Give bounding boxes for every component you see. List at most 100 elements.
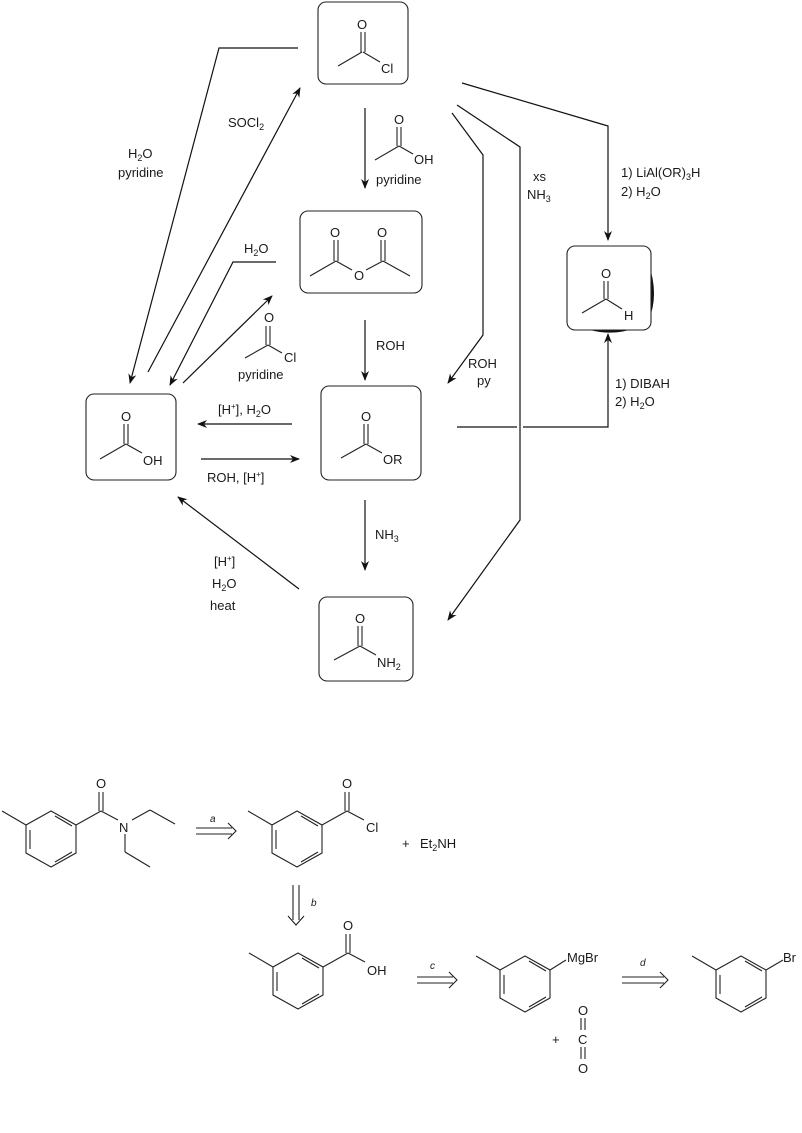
bond [125,852,150,867]
bond [322,811,347,825]
bond [692,956,716,970]
compound-box [567,246,651,330]
reagent-h2o: 2) H2O [621,184,661,201]
atom-o: O [121,409,131,424]
arrow-ester-to-aldehyde [523,334,608,427]
step-label-c: c [430,961,435,972]
atom-br: Br [783,950,797,965]
benzene-ring [500,956,550,1012]
bond [766,960,783,970]
bond [2,811,26,825]
reagent-nh3: NH3 [527,187,551,204]
retro-target-amide: O N [2,776,175,867]
step-label-a: a [210,814,216,825]
bond [375,146,399,160]
benzene-ring [272,811,322,867]
retro-carboxylic-acid: O OH [249,918,387,1009]
compound-box [321,386,421,480]
benzene-ring [273,953,323,1009]
bond [249,953,273,967]
retro-arrow-b: b [288,885,317,925]
benzene-ring [716,956,766,1012]
reagent-h2o: H2O [244,241,269,258]
arrow-amide-to-acid [178,497,299,589]
bond [476,956,500,970]
atom-c: C [578,1032,587,1047]
atom-o: O [343,918,353,933]
bond [245,345,268,358]
atom-h: H [624,308,633,323]
bond [132,810,150,820]
reagent-h2o: H2O [212,576,237,593]
atom-o: O [96,776,106,791]
bond [150,810,175,824]
bond [399,146,413,154]
arrow-chloride-to-acid [130,48,298,383]
compound-aldehyde: O H [567,246,654,333]
benzene-ring [26,811,76,867]
reagent-roh: ROH [468,356,497,371]
atom-o: O [601,266,611,281]
atom-o-bridge: O [354,268,364,283]
bond [76,811,101,825]
retro-aryl-bromide: Br [692,950,797,1012]
reagent-h-h2o: [H+], H2O [218,402,271,419]
retro-arrow-c: c [417,961,457,988]
reagent-roh: ROH [376,338,405,353]
compound-box [86,394,176,480]
retro-arrow-a: a [196,814,236,839]
retro-arrow-head [449,972,457,988]
compound-ester: O OR [321,386,421,480]
atom-o: O [578,1061,588,1076]
reagent-dibah: 1) DIBAH [615,376,670,391]
atom-o: O [342,776,352,791]
bond [348,953,365,962]
reagent-py: py [477,373,491,388]
bond [248,811,272,825]
bond [101,811,118,820]
atom-o: O [357,17,367,32]
byproduct-et2nh: Et2NH [420,836,456,853]
compound-box [318,2,408,84]
reagent-acetic-acid: O OH pyridine [375,112,434,187]
reagent-socl2: SOCl2 [228,115,264,132]
reagent-nh3: NH3 [375,527,399,544]
compound-amide: O NH2 [319,597,413,681]
bond [323,953,348,967]
step-label-b: b [311,898,317,909]
reagent-pyridine: pyridine [118,165,164,180]
atom-o: O [394,112,404,127]
reagent-pyridine: pyridine [238,367,284,382]
atom-or: OR [383,452,403,467]
reagent-roh-h: ROH, [H+] [207,470,264,485]
retro-acid-chloride: O Cl [248,776,378,867]
atom-mgbr: MgBr [567,950,599,965]
atom-o: O [361,409,371,424]
atom-cl: Cl [366,820,378,835]
compound-carboxylic-acid: O OH [86,394,176,480]
reagent-xs: xs [533,169,547,184]
bond [347,811,364,820]
atom-cl: Cl [381,61,393,76]
atom-o: O [330,225,340,240]
bond [268,345,282,353]
retro-arrow-d: d [622,958,668,988]
retro-arrow-head [660,972,668,988]
retro-arrow-head [228,823,236,839]
co2-molecule: O C O [578,1003,588,1076]
reagent-pyridine: pyridine [376,172,422,187]
compound-acid-chloride: O Cl [318,2,408,84]
plus-sign: + [402,836,410,851]
reagent-h2o: 2) H2O [615,394,655,411]
bond [550,960,566,970]
atom-oh: OH [414,152,434,167]
atom-oh: OH [367,963,387,978]
reagent-h: [H+] [214,554,235,569]
compound-anhydride: O O O [300,211,422,293]
atom-o: O [355,611,365,626]
atom-oh: OH [143,453,163,468]
arrow-chloride-to-aldehyde [462,83,608,240]
reagent-lialh: 1) LiAl(OR)3H [621,165,700,182]
atom-o: O [377,225,387,240]
